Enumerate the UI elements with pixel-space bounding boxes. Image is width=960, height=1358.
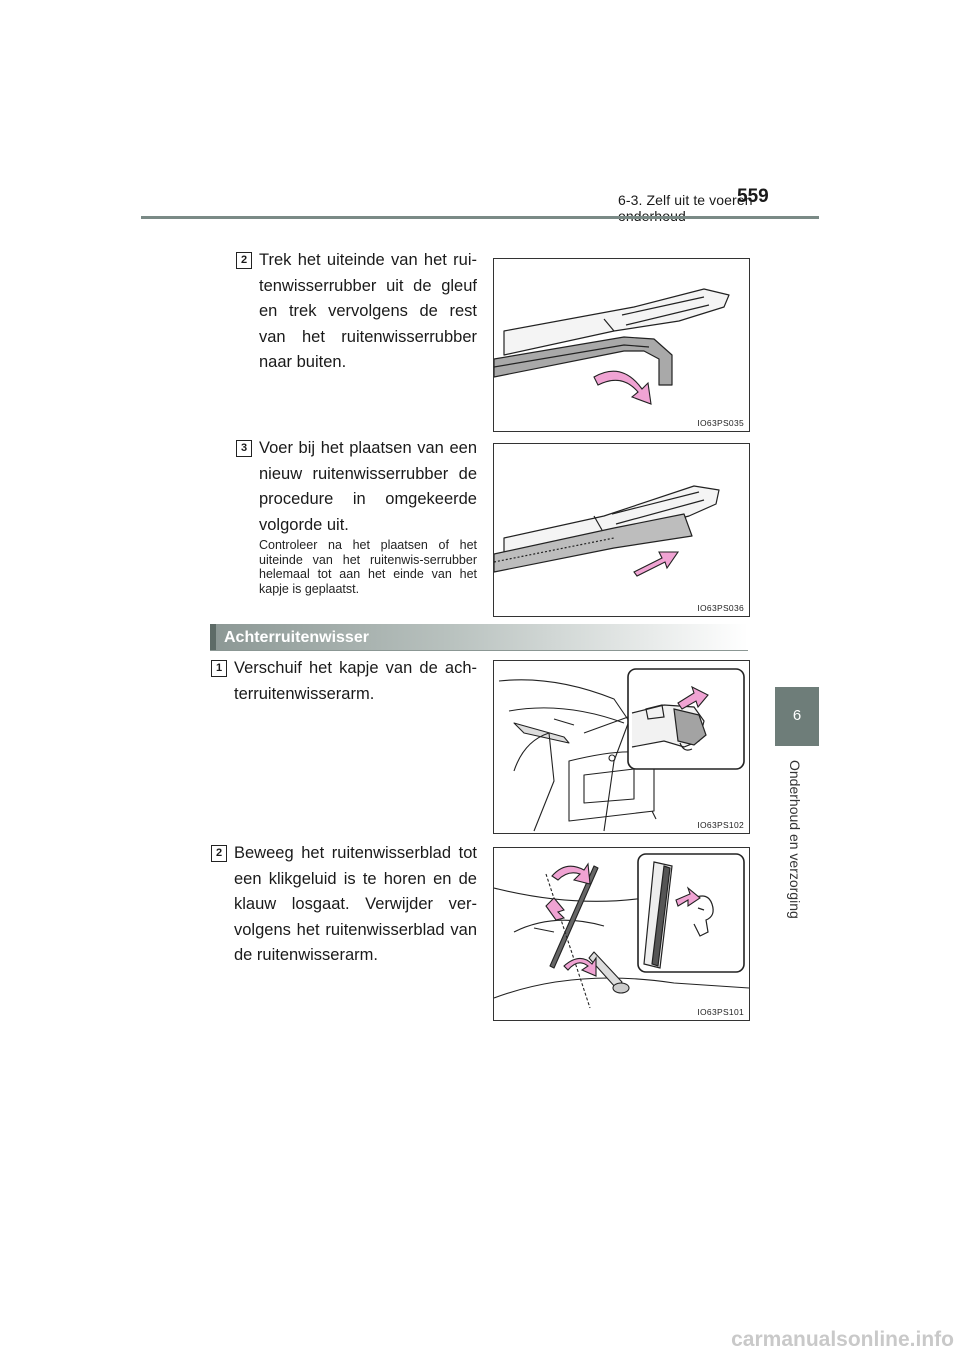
chapter-label-container: Onderhoud en verzorging — [775, 760, 819, 960]
header-section-title: 6-3. Zelf uit te voeren onderhoud — [618, 192, 753, 224]
wiper-rubber-removal-illustration — [494, 288, 730, 405]
rear-wiper-cover-illustration — [498, 668, 745, 832]
step-badge: 1 — [211, 660, 227, 677]
section-heading-accent — [210, 624, 216, 650]
step-badge: 2 — [211, 845, 227, 862]
slide-arrow-icon — [677, 685, 709, 710]
press-arrow-icon — [545, 897, 566, 921]
figure-wiper-rubber-install: IO63PS036 — [493, 443, 750, 617]
section-heading: Achterruitenwisser — [224, 629, 369, 646]
header-divider — [141, 216, 819, 219]
rotate-down-arrow-icon — [563, 956, 597, 977]
figure-wiper-rubber-removal: IO63PS035 — [493, 258, 750, 432]
rear-wiper-blade-illustration — [494, 853, 749, 1009]
section-heading-underline — [210, 650, 748, 651]
step-text: Voer bij het plaatsen van een nieuw ruit… — [259, 439, 477, 534]
rotate-up-arrow-icon — [551, 862, 591, 885]
figure-code: IO63PS036 — [697, 603, 744, 613]
figure-code: IO63PS101 — [697, 1007, 744, 1017]
wiper-rubber-install-illustration — [494, 485, 720, 577]
step-text: Beweeg het ruitenwisserblad tot een klik… — [234, 844, 477, 964]
step-note: Controleer na het plaatsen of het uitein… — [259, 538, 477, 596]
page-number: 559 — [737, 186, 769, 207]
section-heading-bar — [210, 624, 748, 650]
claw-release-arrow-icon — [675, 886, 701, 908]
step-badge: 2 — [236, 252, 252, 269]
push-arrow-icon — [633, 551, 680, 577]
chapter-number: 6 — [792, 707, 802, 724]
chapter-tab — [775, 687, 819, 746]
figure-code: IO63PS102 — [697, 820, 744, 830]
figure-rear-wiper-blade: IO63PS101 — [493, 847, 750, 1021]
pull-arrow-icon — [593, 370, 652, 405]
figure-code: IO63PS035 — [697, 418, 744, 428]
figure-rear-wiper-cover: IO63PS102 — [493, 660, 750, 834]
step-text: Verschuif het kapje van de ach-terruiten… — [234, 659, 477, 703]
chapter-label: Onderhoud en verzorging — [787, 760, 803, 919]
watermark: carmanualsonline.info — [731, 1328, 954, 1351]
step-text: Trek het uiteinde van het rui-tenwisserr… — [259, 251, 477, 371]
step-badge: 3 — [236, 440, 252, 457]
